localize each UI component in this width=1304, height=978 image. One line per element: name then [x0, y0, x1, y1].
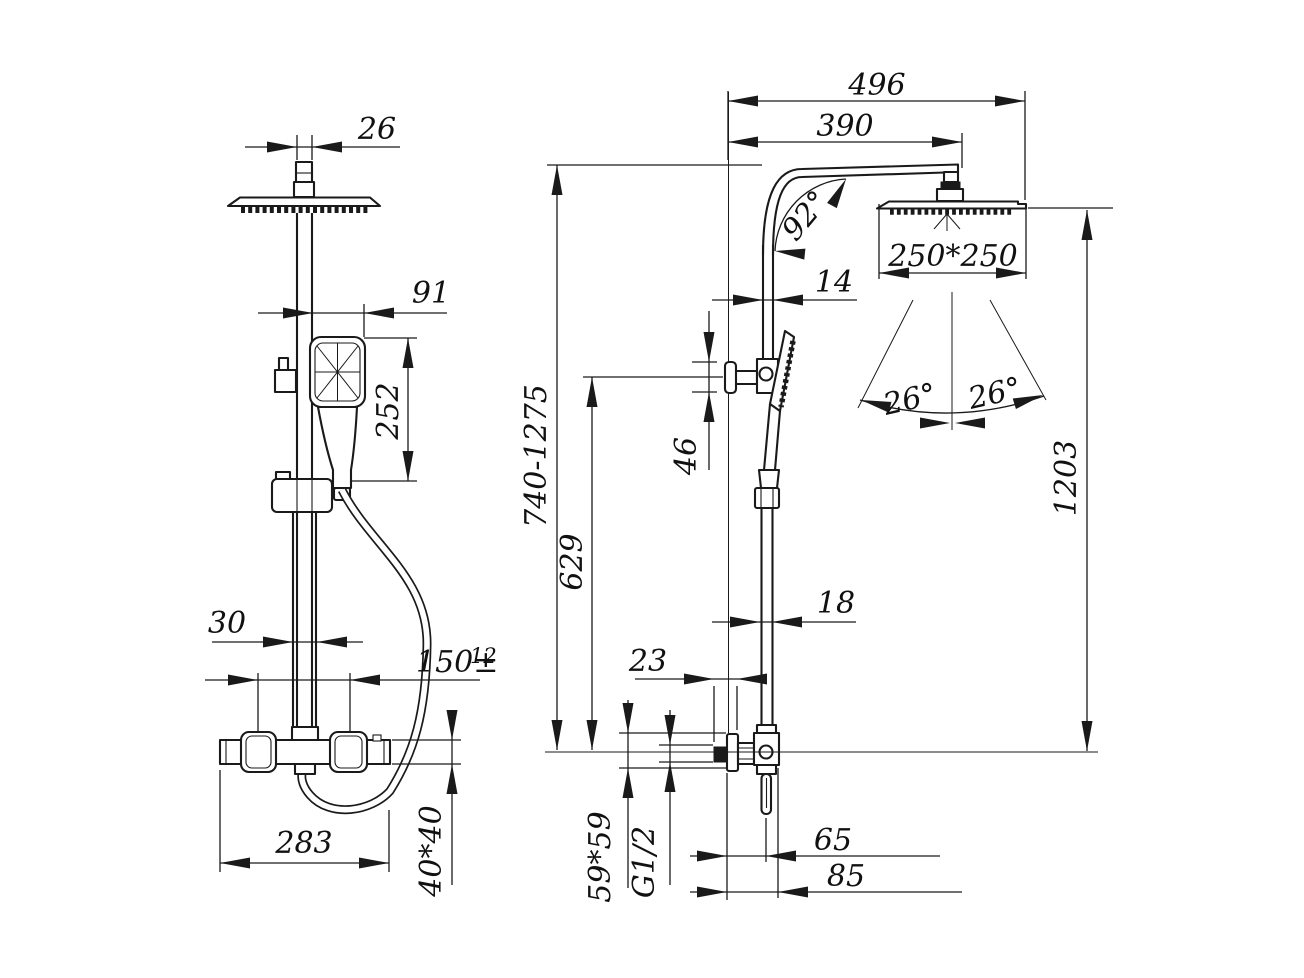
- dim-mixer-width: 283: [274, 826, 332, 861]
- dim-wall-to-diverter: 65: [814, 823, 852, 858]
- dim-pipe-top-depth: 14: [815, 265, 853, 300]
- dim-wall-stub-length: 23: [628, 644, 667, 679]
- diverter-knob-front: [273, 356, 298, 394]
- riser-pipe-front: [291, 160, 318, 727]
- spray-mark: [933, 213, 961, 231]
- side-view: [713, 92, 1028, 816]
- hand-shower-side: [753, 329, 796, 510]
- dim-riser-height-range: 740-1275: [519, 384, 554, 528]
- dim-arm-reach: 390: [816, 109, 873, 144]
- dim-hose-outlet-spacing: 150±: [416, 645, 498, 680]
- rain-shower-head-front: [226, 196, 382, 213]
- dimension-labels: 26 91 252 30 150± 12 283 40*40 496 390 9…: [208, 68, 1084, 903]
- mixer-front: [218, 725, 392, 776]
- dim-pipe-lower-width: 30: [208, 606, 246, 641]
- dim-holder-knob-height: 46: [669, 437, 704, 476]
- dim-handshower-length: 252: [371, 382, 406, 440]
- dimension-linework: [205, 91, 1113, 900]
- slider-holder-front: [270, 470, 334, 514]
- dim-hose-outlet-tolerance: 12: [470, 644, 497, 668]
- mixer-side: [713, 723, 781, 816]
- dim-overall-height: 1203: [1049, 440, 1084, 516]
- hand-shower-front: [308, 335, 367, 502]
- slider-holder-side: [723, 357, 780, 395]
- dim-total-reach: 496: [847, 68, 905, 103]
- dim-connection-thread: G1/2: [627, 826, 662, 898]
- head-mount-side: [935, 170, 965, 203]
- dim-spray-angle-left: 26°: [879, 377, 940, 423]
- dim-arm-angle: 92°: [775, 184, 836, 247]
- dim-spray-angle-right: 26°: [964, 371, 1025, 417]
- dim-mixer-body-profile: 40*40: [414, 805, 449, 897]
- rain-shower-head-side: [875, 200, 1028, 231]
- riser-and-arm-side: [760, 163, 960, 731]
- dim-holder-height: 629: [555, 533, 590, 590]
- dim-pipe-lower-depth: 18: [817, 586, 855, 621]
- dim-handshower-offset: 91: [412, 276, 450, 311]
- front-view: [218, 160, 432, 815]
- dim-escutcheon-size: 59*59: [583, 811, 618, 902]
- dim-head-size: 250*250: [887, 239, 1018, 274]
- dim-wall-to-body-front: 85: [827, 859, 865, 894]
- dim-pipe-top-width: 26: [357, 112, 396, 147]
